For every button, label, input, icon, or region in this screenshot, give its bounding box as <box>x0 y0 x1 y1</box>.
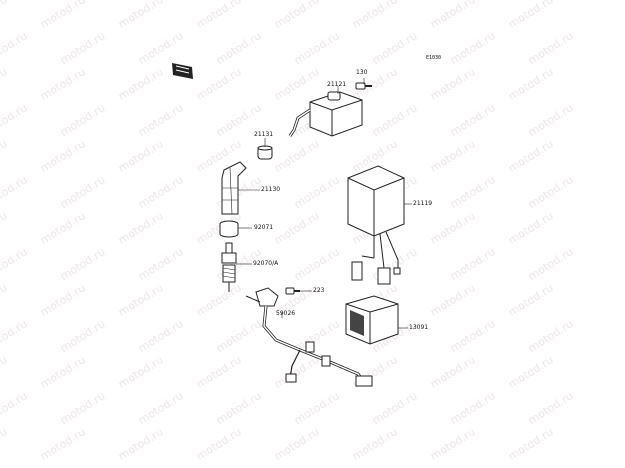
label-59026: 59026 <box>276 310 296 317</box>
diagram-code: E1030 <box>426 55 442 61</box>
seal-ring-92071 <box>219 220 239 238</box>
label-13091: 13091 <box>409 324 429 331</box>
holder-13091 <box>345 295 399 345</box>
label-130: 130 <box>356 69 368 76</box>
label-21131: 21131 <box>254 131 274 138</box>
bolt-223 <box>285 287 300 295</box>
label-92071: 92071 <box>254 224 274 231</box>
spark-plug <box>221 242 237 292</box>
label-21130: 21130 <box>261 186 281 193</box>
bolt-130 <box>355 82 372 90</box>
plug-cap-21130 <box>221 161 247 215</box>
label-223: 223 <box>313 287 325 294</box>
igniter-box <box>347 165 405 285</box>
manual-icon <box>172 63 193 79</box>
label-21121: 21121 <box>327 81 347 88</box>
harness-59026 <box>245 287 373 387</box>
ignition-coil <box>288 91 363 137</box>
label-21119: 21119 <box>413 200 433 207</box>
cap-21131 <box>257 145 273 160</box>
leader-lines <box>236 78 412 329</box>
label-92070a: 92070/A <box>253 260 279 267</box>
